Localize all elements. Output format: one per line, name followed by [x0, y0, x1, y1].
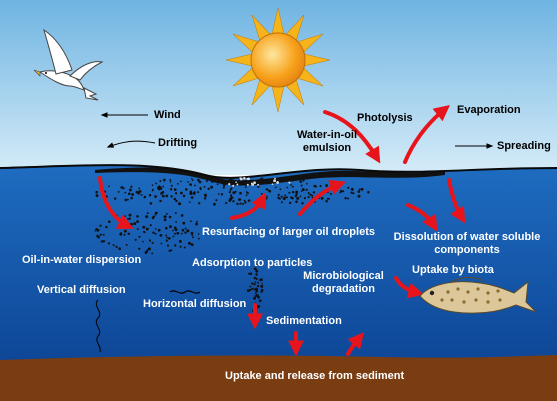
dispersion-arrow: [98, 176, 134, 229]
evaporation-label: Evaporation: [457, 104, 521, 116]
oil-in-water-label: Oil-in-water dispersion: [22, 254, 142, 266]
microbio-line-1: Microbiological: [303, 270, 384, 282]
uptake-biota-label: Uptake by biota: [412, 264, 494, 276]
spreading-label: Spreading: [497, 140, 551, 152]
sea: [0, 165, 557, 401]
photolysis-arrow: [323, 110, 381, 164]
dissolution-arrow-right: [447, 178, 466, 224]
sediment-uptake-label: Uptake and release from sediment: [225, 370, 405, 382]
microbio-label: Microbiological degradation: [296, 270, 391, 296]
oil-slick: [95, 167, 445, 186]
dissolution-arrow-left: [406, 203, 438, 232]
wind-label: Wind: [154, 109, 181, 121]
vertical-diffusion-squiggle: [95, 299, 101, 353]
water-in-oil-line-2: emulsion: [302, 142, 352, 154]
microbio-line-2: degradation: [312, 283, 375, 295]
biota-uptake-arrow: [394, 276, 425, 299]
sediment-bed: [0, 355, 557, 401]
water-in-oil-line-1: Water-in-oil: [296, 129, 358, 141]
water-in-oil-label: Water-in-oil emulsion: [287, 129, 367, 155]
drifting-arrow: [106, 140, 156, 148]
dissolution-line-2: components: [434, 244, 500, 256]
resurfacing-arrow-left: [230, 192, 266, 220]
drifting-label: Drifting: [158, 137, 198, 149]
sun-icon: [225, 7, 331, 113]
horizontal-diffusion-squiggle: [169, 290, 201, 294]
sea-surface-line: [0, 164, 557, 179]
resurfacing-label: Resurfacing of larger oil droplets: [202, 226, 375, 238]
vertical-diffusion-label: Vertical diffusion: [37, 284, 126, 296]
dissolution-line-1: Dissolution of water soluble: [393, 231, 541, 243]
fish-icon: [419, 277, 537, 314]
seagull-icon: [33, 28, 104, 101]
adsorption-label: Adsorption to particles: [192, 257, 313, 269]
dissolution-label: Dissolution of water soluble components: [382, 231, 552, 257]
horizontal-diffusion-label: Horizontal diffusion: [143, 298, 247, 310]
sediment-release-arrow-up: [346, 332, 365, 356]
photolysis-label: Photolysis: [357, 112, 413, 124]
resurfacing-arrow-right: [298, 179, 346, 216]
evaporation-arrow: [403, 105, 450, 164]
sedimentation-label: Sedimentation: [266, 315, 342, 327]
